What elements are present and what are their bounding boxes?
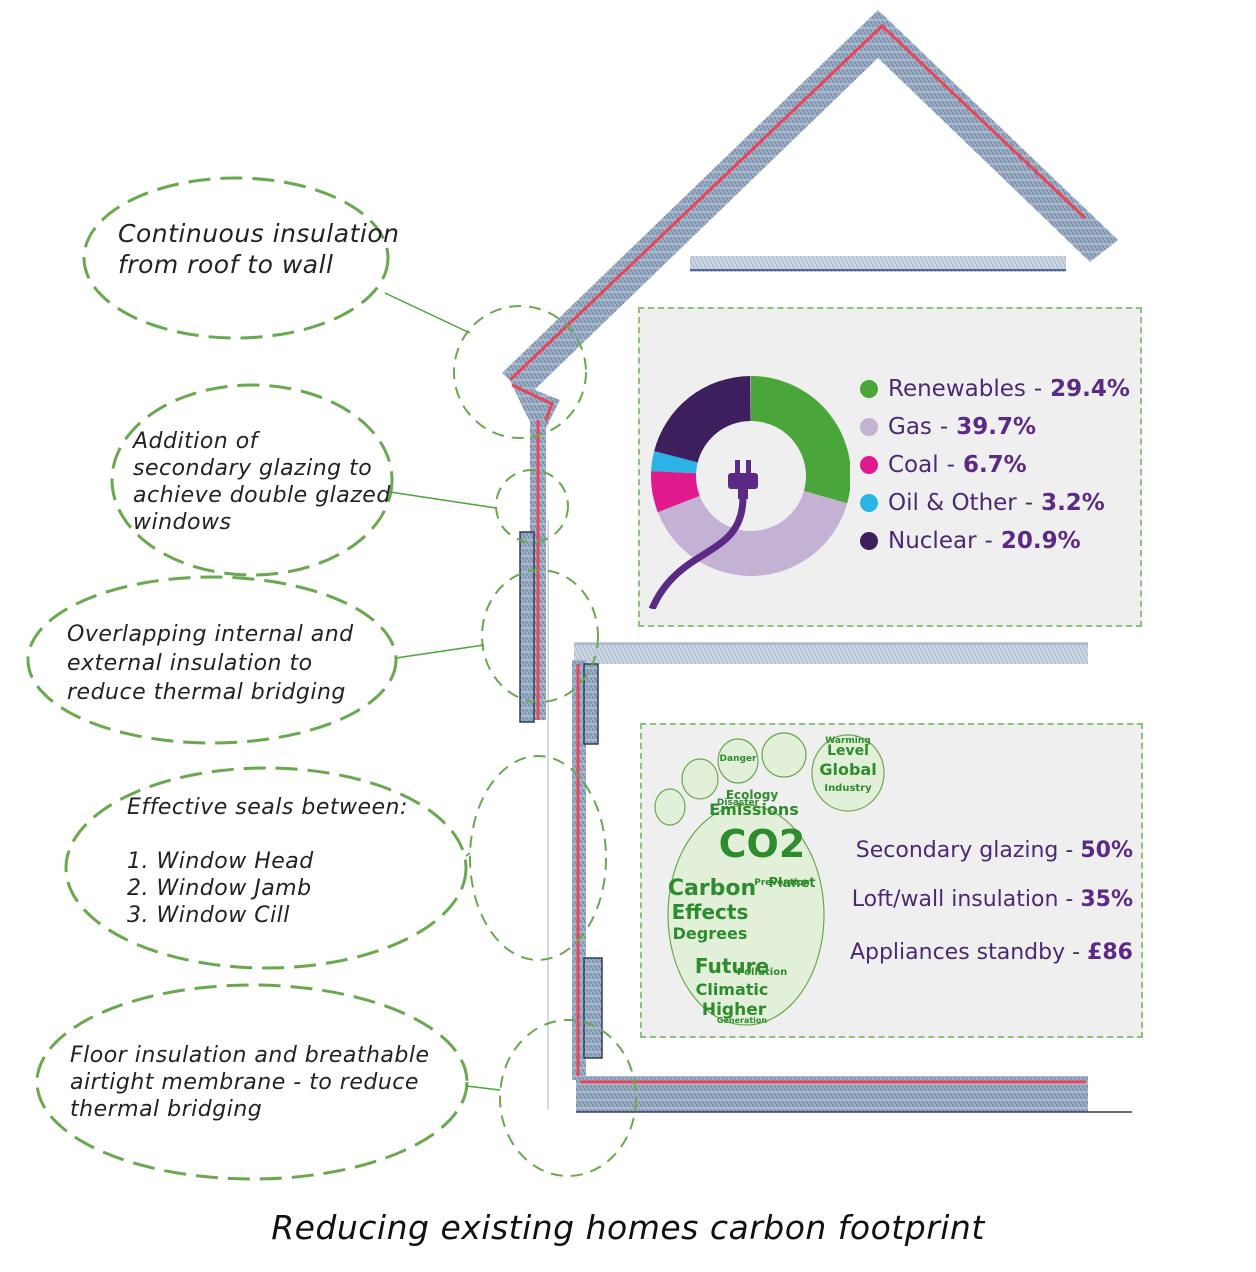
wordcloud-word: Carbon [668,876,756,901]
window-frame-lower-head [583,663,599,745]
saving-item: Appliances standby - £86 [850,940,1133,965]
legend-separator: - [939,414,949,440]
leader-line-floor [465,1085,501,1091]
wordcloud-word: Industry [824,783,872,794]
saving-value: 35% [1080,887,1133,912]
detail-circle-floor [499,1019,637,1177]
legend-value: 39.7% [956,414,1037,440]
legend-label: Renewables [888,376,1026,402]
wordcloud-word: Effects [672,900,749,924]
saving-item: Secondary glazing - 50% [856,838,1133,863]
wordcloud-word: Ecology [726,788,779,802]
wordcloud-word: CO2 [719,822,806,866]
callout-ellipse-floor [35,983,469,1181]
energy-mix-panel: Renewables-29.4%Gas-39.7%Coal-6.7%Oil & … [638,307,1142,627]
saving-label: Loft/wall insulation - [851,887,1081,912]
callout-ellipse-glazing [110,383,394,577]
window-frame-lower-cill [583,957,603,1059]
note-overlap: Overlapping internal and external insula… [67,622,354,705]
legend-dot [860,532,878,550]
wordcloud-word: Level [827,743,869,759]
saving-value: £86 [1087,940,1133,965]
wordcloud-word: Degrees [673,924,748,943]
wordcloud-word: Global [819,760,876,779]
legend-item: Coal-6.7% [860,452,1027,478]
saving-label: Secondary glazing - [855,838,1081,863]
callout-ellipse-overlap [26,575,398,745]
legend-separator: - [1033,376,1043,402]
note-floor: Floor insulation and breathable airtight… [70,1043,430,1122]
legend-dot [860,456,878,474]
legend-value: 29.4% [1050,376,1130,402]
legend-item: Renewables-29.4% [860,376,1130,402]
saving-label: Appliances standby - [849,940,1088,965]
legend-value: 3.2% [1041,490,1105,516]
note-seals: Effective seals between: 1. Window Head … [127,795,408,928]
legend-label: Gas [888,414,932,440]
wordcloud-word: Generation [717,1016,768,1025]
legend-item: Oil & Other-3.2% [860,490,1105,516]
callout-ellipse-roof-wall [82,176,390,340]
plug-cable [648,496,747,609]
wordcloud-word: Climatic [696,980,769,999]
leader-line-roof-wall [384,292,471,334]
legend-dot [860,494,878,512]
wordcloud-word: Prevention [754,878,810,888]
legend-item: Gas-39.7% [860,414,1036,440]
energy-mix-donut [648,376,850,609]
footprint-word-cloud-icon: CO2CarbonEffectsDegreesFutureClimaticHig… [654,732,885,1026]
legend-value: 20.9% [1000,528,1081,554]
detail-circle-seals [469,755,607,961]
callout-ellipse-seals [64,766,468,970]
window-frame-upper [519,531,535,723]
donut-slice-coal [651,470,700,513]
legend-separator: - [1024,490,1034,516]
wordcloud-word: Danger [720,754,757,764]
legend-separator: - [984,528,993,554]
wordcloud-word: Pollution [737,967,787,978]
saving-item: Loft/wall insulation - 35% [852,887,1133,912]
donut-slice-nuclear [654,376,751,463]
page-title: Reducing existing homes carbon footprint [271,1208,985,1247]
legend-label: Coal [888,452,939,478]
roof-insulation [502,10,1118,396]
legend-dot [860,418,878,436]
wordcloud-word: Future [695,954,769,978]
leader-line-seals [465,852,471,857]
detail-circle-overlap [481,569,599,703]
donut-slice-oil-other [651,451,698,474]
detail-circle-glazing [495,469,569,543]
note-glazing: Addition of secondary glazing to achieve… [133,429,391,535]
intermediate-floor [574,642,1088,664]
wordcloud-word: Emissions [709,800,799,819]
legend-value: 6.7% [962,452,1027,478]
donut-slice-renewables [751,376,850,504]
legend-label: Oil & Other [888,490,1017,516]
legend-separator: - [946,452,955,478]
saving-value: 50% [1080,838,1133,863]
legend-label: Nuclear [888,528,977,554]
leader-line-overlap [395,644,485,659]
detail-circle-roof-wall [453,305,587,439]
legend-dot [860,380,878,398]
ceiling-insulation [690,256,1066,272]
note-roof-wall: Continuous insulation from roof to wall [118,219,400,279]
legend-item: Nuclear-20.9% [860,528,1081,554]
plug-icon [728,460,758,499]
wordcloud-word: Planet [768,876,815,891]
leader-line-glazing [389,491,497,509]
wordcloud-word: Higher [702,1000,767,1020]
wordcloud-word: Disaster [717,798,760,808]
wordcloud-word: Warming [825,736,870,746]
